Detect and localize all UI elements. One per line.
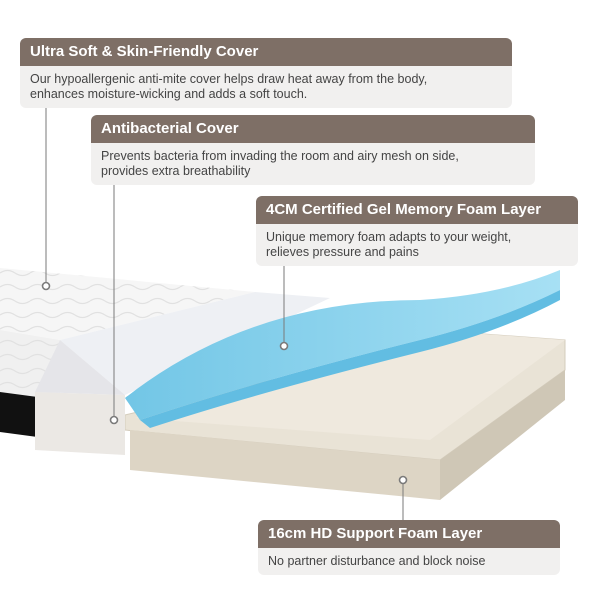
gel-memory-foam-layer (125, 270, 560, 428)
antibacterial-cover-layer (35, 292, 330, 455)
leader-dot-icon (109, 415, 119, 425)
callout-title: Ultra Soft & Skin-Friendly Cover (20, 38, 512, 66)
callout-antibacterial-cover: Antibacterial Cover Prevents bacteria fr… (91, 115, 535, 185)
callout-title: 4CM Certified Gel Memory Foam Layer (256, 196, 578, 224)
callout-support-foam: 16cm HD Support Foam Layer No partner di… (258, 520, 560, 575)
leader-dot-icon (279, 341, 289, 351)
callout-gel-memory-foam: 4CM Certified Gel Memory Foam Layer Uniq… (256, 196, 578, 266)
callout-title: 16cm HD Support Foam Layer (258, 520, 560, 548)
callout-top-cover: Ultra Soft & Skin-Friendly Cover Our hyp… (20, 38, 512, 108)
callout-description: Our hypoallergenic anti-mite cover helps… (20, 66, 512, 108)
leader-dot-icon (398, 475, 408, 485)
callout-description: Unique memory foam adapts to your weight… (256, 224, 578, 266)
leader-dot-icon (41, 281, 51, 291)
callout-description: No partner disturbance and block noise (258, 548, 560, 575)
callout-description: Prevents bacteria from invading the room… (91, 143, 535, 185)
support-foam-layer (124, 332, 566, 500)
callout-title: Antibacterial Cover (91, 115, 535, 143)
